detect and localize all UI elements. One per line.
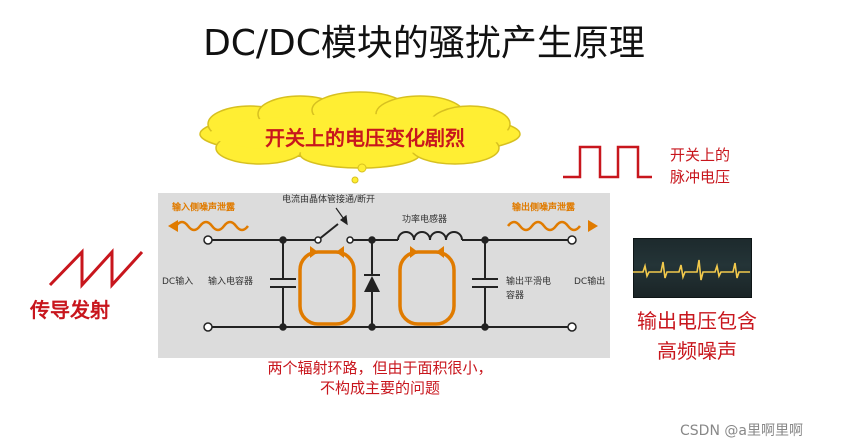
circuit-wiring bbox=[210, 223, 570, 328]
dc-input-label: DC输入 bbox=[162, 275, 193, 287]
diode-symbol bbox=[364, 276, 380, 292]
sawtooth-waveform bbox=[48, 248, 144, 289]
output-noise-label: 输出电压包含 高频噪声 bbox=[612, 306, 782, 366]
output-noise-line1: 输出电压包含 bbox=[637, 309, 757, 333]
output-leak-label: 输出侧噪声泄露 bbox=[512, 201, 576, 213]
watermark: CSDN @a里啊里啊 bbox=[680, 423, 803, 439]
switch-label: 电流由晶体管接通/断开 bbox=[282, 193, 375, 205]
noise-trace bbox=[633, 259, 750, 281]
conducted-emission-label: 传导发射 bbox=[30, 298, 110, 322]
output-capacitor-label-line2: 容器 bbox=[506, 289, 524, 301]
output-capacitor-label-line1: 输出平滑电 bbox=[506, 275, 551, 287]
inductor-label: 功率电感器 bbox=[402, 213, 447, 225]
circuit-terminals bbox=[203, 235, 577, 332]
output-leak-wave bbox=[507, 220, 598, 232]
pulse-label-line2: 脉冲电压 bbox=[670, 168, 731, 186]
radiation-loop-2 bbox=[398, 250, 456, 326]
dc-output-label: DC输出 bbox=[574, 275, 605, 287]
input-capacitor-label: 输入电容器 bbox=[208, 275, 253, 287]
pulse-voltage-label: 开关上的 脉冲电压 bbox=[670, 144, 730, 188]
input-leak-wave bbox=[168, 220, 249, 232]
radiation-loop-note: 两个辐射环路，但由于面积很小， 不构成主要的问题 bbox=[230, 358, 530, 398]
oscilloscope-image bbox=[633, 238, 752, 298]
cloud-text: 开关上的电压变化剧烈 bbox=[265, 126, 465, 150]
pulse-label-line1: 开关上的 bbox=[670, 146, 731, 164]
pulse-waveform bbox=[563, 145, 652, 179]
radiation-loop-1 bbox=[298, 250, 356, 326]
output-noise-line2: 高频噪声 bbox=[657, 339, 737, 363]
note-line2: 不构成主要的问题 bbox=[319, 379, 440, 397]
page-title: DC/DC模块的骚扰产生原理 bbox=[203, 23, 645, 64]
switch-arrow bbox=[335, 207, 348, 226]
circuit-panel bbox=[158, 193, 610, 358]
note-line1: 两个辐射环路，但由于面积很小， bbox=[267, 359, 493, 377]
input-leak-label: 输入侧噪声泄露 bbox=[172, 201, 236, 213]
